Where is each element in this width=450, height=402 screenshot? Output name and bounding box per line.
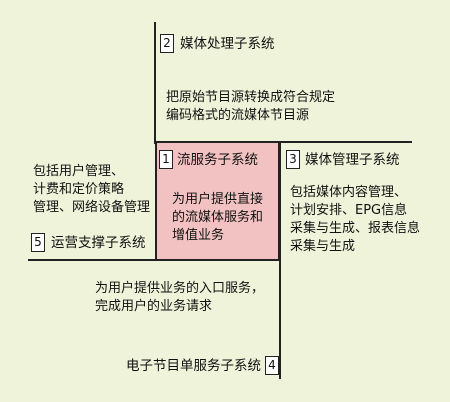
media-management-title: 媒体管理子系统 [305, 152, 400, 168]
media-management-desc-line1: 包括媒体内容管理、 [290, 185, 408, 200]
subsystem-number-2: 2 [160, 34, 174, 53]
vertical-line-top [154, 22, 156, 144]
subsystem-number-1: 1 [159, 150, 173, 169]
operation-support-desc-line1: 包括用户管理、 [33, 164, 125, 179]
operation-support-title: 运营支撑子系统 [51, 235, 146, 251]
horizontal-line-top [154, 141, 412, 143]
media-processing-title: 媒体处理子系统 [180, 36, 275, 52]
media-management-desc-line4: 采集与生成 [290, 239, 356, 254]
horizontal-line-bottom [28, 259, 281, 261]
subsystem-number-5: 5 [31, 233, 45, 252]
epg-service-desc-line1: 为用户提供业务的入口服务， [95, 281, 265, 296]
media-management-desc-line2: 计划安排、EPG信息 [290, 203, 408, 218]
vertical-line-right [279, 141, 281, 261]
streaming-desc-line1: 为用户提供直接 [172, 192, 264, 207]
subsystem-number-3: 3 [286, 150, 300, 169]
streaming-subsystem-box [155, 143, 280, 261]
streaming-desc-line3: 增值业务 [172, 228, 225, 243]
operation-support-desc-line3: 管理、网络设备管理 [33, 200, 151, 215]
media-processing-desc-line2: 编码格式的流媒体节目源 [166, 108, 310, 123]
streaming-title: 流服务子系统 [177, 152, 258, 168]
media-management-desc-line3: 采集与生成、报表信息 [290, 221, 421, 236]
media-processing-desc-line1: 把原始节目源转换成符合规定 [166, 90, 336, 105]
streaming-desc-line2: 的流媒体服务和 [172, 210, 264, 225]
epg-service-desc-line2: 完成用户的业务请求 [95, 299, 213, 314]
epg-service-title: 电子节目单服务子系统 [126, 358, 261, 374]
operation-support-desc-line2: 计费和定价策略 [33, 182, 125, 197]
subsystem-number-4: 4 [265, 356, 279, 375]
vertical-line-bottom [279, 259, 281, 379]
